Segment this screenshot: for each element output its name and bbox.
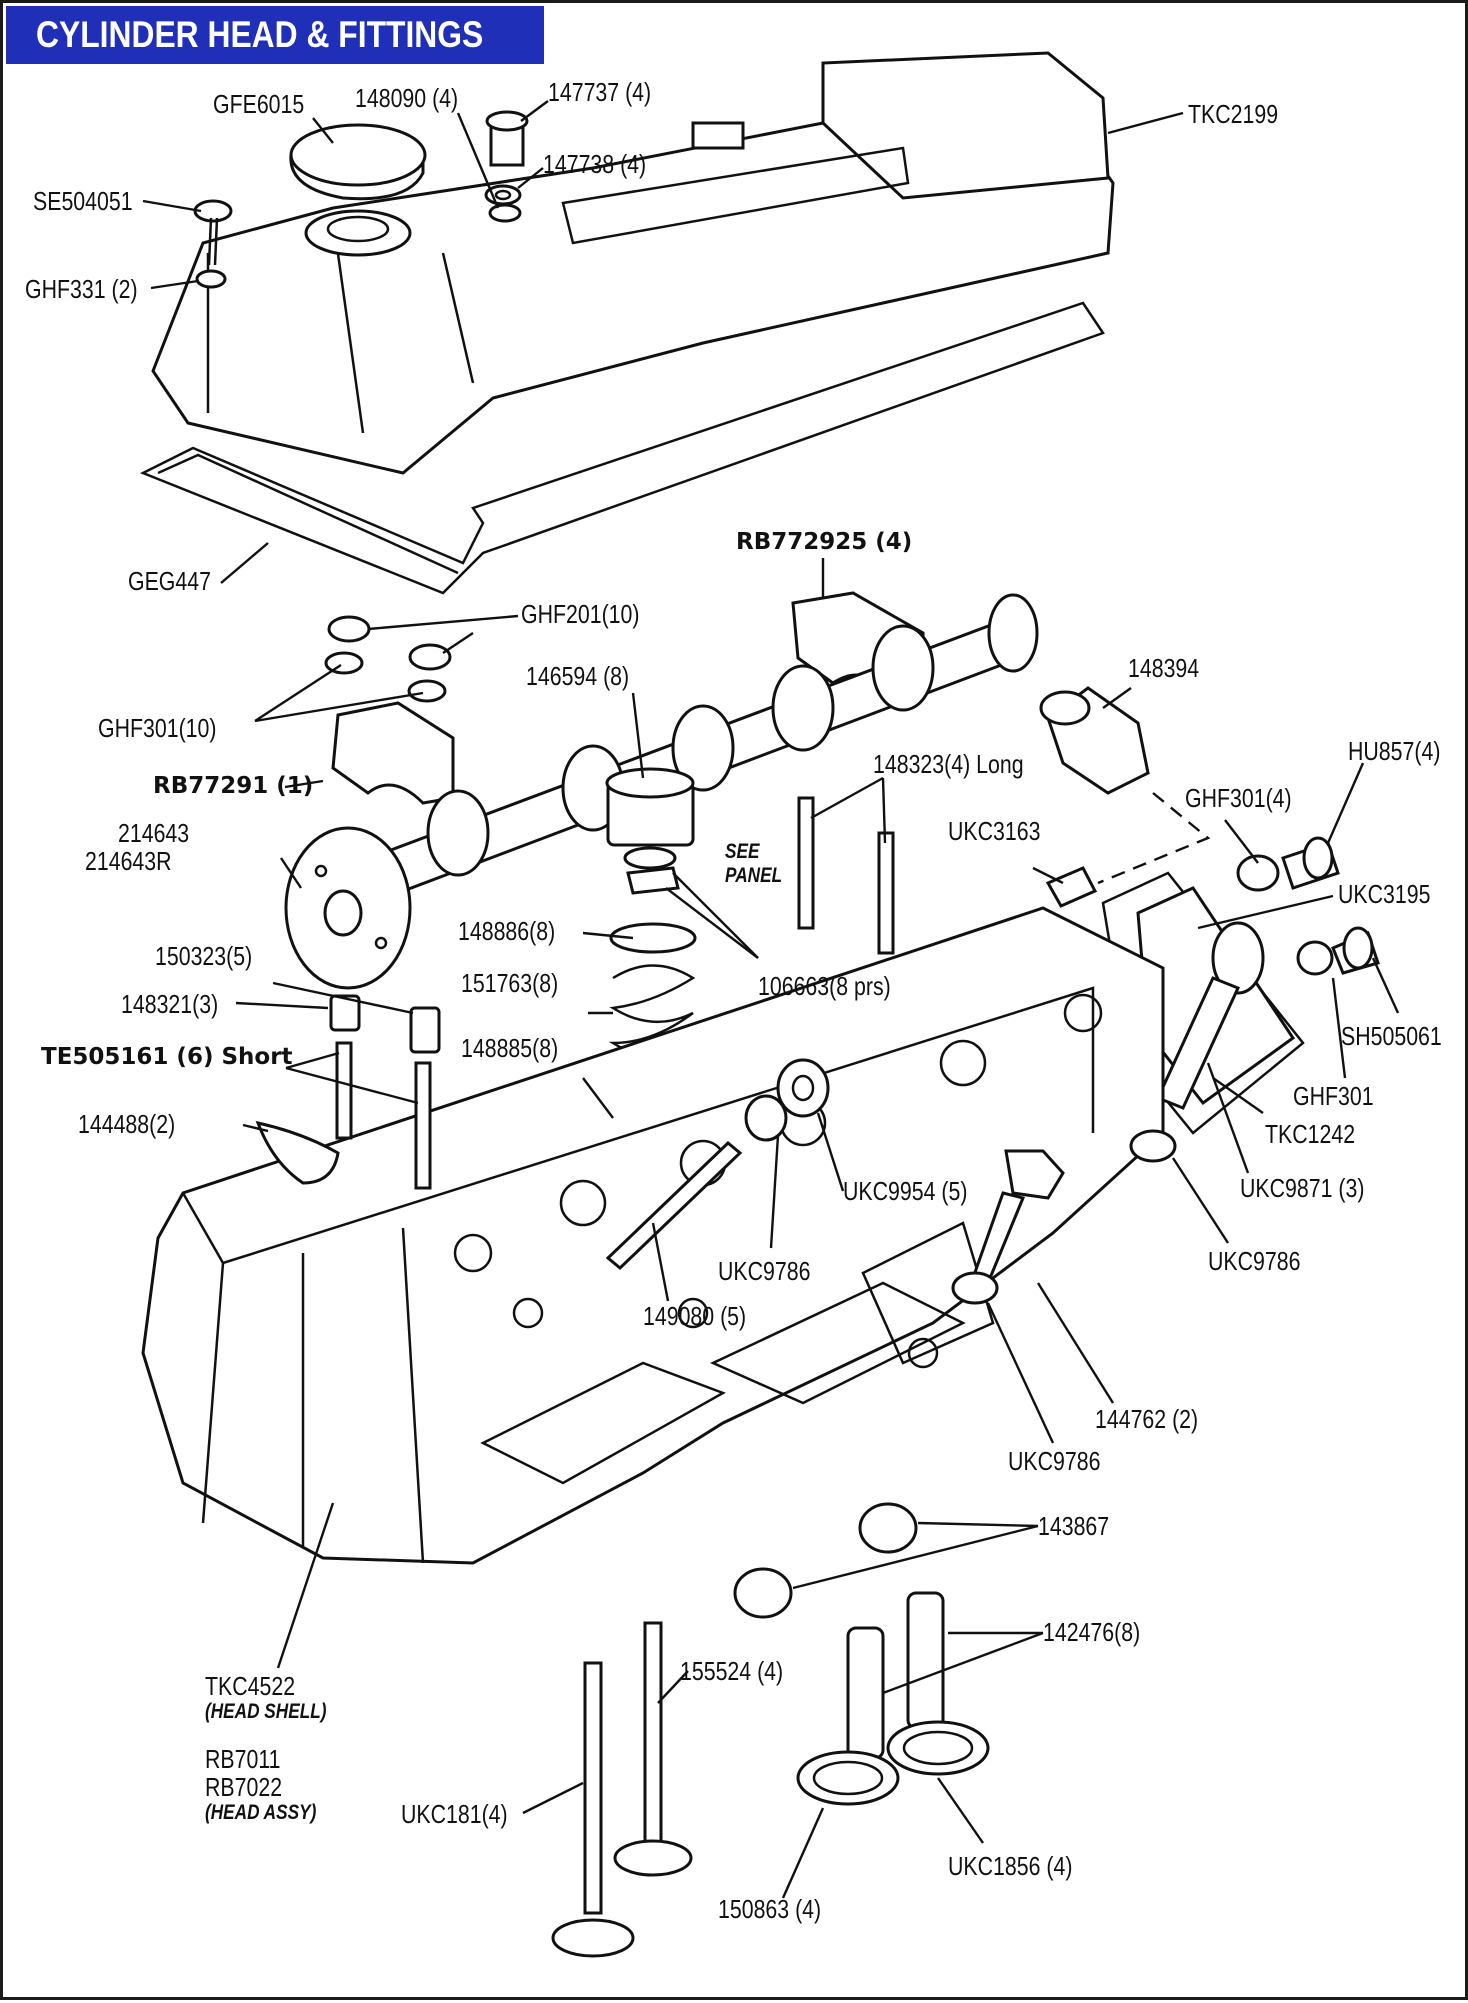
label-ukc9786-c: UKC9786 [1008, 1446, 1101, 1476]
cover-nut [484, 110, 529, 223]
label-tkc2199: TKC2199 [1188, 99, 1279, 129]
label-see: SEE [725, 840, 760, 863]
label-ukc3163: UKC3163 [948, 816, 1041, 846]
hu857-bolt [1236, 836, 1340, 892]
head-stud [605, 1140, 743, 1271]
label-ukc181: UKC181(4) [401, 1799, 508, 1829]
label-rb77291: RB77291 (1) [153, 773, 314, 799]
label-ukc9871: UKC9871 (3) [1240, 1173, 1365, 1203]
label-head-assy: (HEAD ASSY) [205, 1801, 317, 1824]
outlet-adaptor [1039, 686, 1150, 795]
label-148394: 148394 [1128, 653, 1200, 683]
label-sh505061: SH505061 [1341, 1021, 1442, 1051]
half-moon-seal [255, 1120, 340, 1185]
label-148321: 148321(3) [121, 989, 219, 1019]
tappet [605, 767, 695, 895]
label-214643: 214643 [118, 818, 190, 848]
label-106663: 106663(8 prs) [758, 971, 891, 1001]
valve-guides [846, 1591, 945, 1760]
head-bolt [951, 1149, 1065, 1305]
label-gfe6015: GFE6015 [213, 89, 305, 119]
label-143867: 143867 [1038, 1511, 1110, 1541]
bearing-cap [331, 701, 455, 805]
long-studs [797, 796, 895, 955]
label-155524: 155524 (4) [680, 1656, 784, 1686]
label-ukc9786-b: UKC9786 [1208, 1246, 1301, 1276]
head-nuts [744, 1058, 830, 1142]
cover-gasket [139, 301, 1105, 595]
label-head-shell: (HEAD SHELL) [205, 1700, 327, 1723]
label-150863: 150863 (4) [718, 1894, 822, 1924]
exploded-parts-drawing [139, 51, 1400, 1958]
label-tkc4522: TKC4522 [205, 1671, 296, 1701]
label-148886: 148886(8) [458, 916, 556, 946]
dowels-and-studs [329, 994, 441, 1190]
cover-screw [193, 199, 233, 289]
label-150323: 150323(5) [155, 941, 253, 971]
sprocket-flange [284, 826, 412, 990]
label-147737: 147737 (4) [548, 77, 652, 107]
label-ghf201: GHF201(10) [521, 599, 640, 629]
label-144488: 144488(2) [78, 1109, 176, 1139]
page-title: CYLINDER HEAD & FITTINGS [36, 14, 484, 55]
label-148090: 148090 (4) [355, 83, 459, 113]
label-151763: 151763(8) [461, 968, 559, 998]
label-te505161: TE505161 (6) Short [41, 1044, 293, 1070]
label-rb772925: RB772925 (4) [736, 529, 913, 555]
cap-nuts [324, 615, 452, 703]
camshaft [381, 593, 1039, 895]
filler-cap [289, 123, 427, 201]
label-rb7011: RB7011 [205, 1744, 281, 1774]
valves [551, 1621, 693, 1958]
label-ghf301-10: GHF301(10) [98, 713, 217, 743]
label-ghf331: GHF331 (2) [25, 274, 138, 304]
label-se504051: SE504051 [33, 186, 133, 216]
label-146594: 146594 (8) [526, 661, 630, 691]
rocker-cover [151, 51, 1115, 475]
label-148323: 148323(4) Long [873, 749, 1024, 779]
leader-lines [142, 100, 1400, 1899]
label-rb7022: RB7022 [205, 1772, 283, 1802]
label-ghf301-4: GHF301(4) [1185, 783, 1292, 813]
label-214643r: 214643R [85, 846, 172, 876]
small-stud [1045, 866, 1098, 908]
label-tkc1242: TKC1242 [1265, 1119, 1356, 1149]
label-ukc9954: UKC9954 (5) [843, 1176, 968, 1206]
label-149080: 149080 (5) [643, 1301, 747, 1331]
sh505061-bolt [1296, 926, 1380, 976]
port-seals [733, 1502, 918, 1619]
label-geg447: GEG447 [128, 566, 211, 596]
ukc9871-washer [1129, 1129, 1177, 1163]
label-panel: PANEL [725, 864, 783, 887]
label-hu857: HU857(4) [1348, 736, 1441, 766]
seat-inserts [796, 1720, 990, 1806]
label-142476: 142476(8) [1043, 1617, 1141, 1647]
label-144762: 144762 (2) [1095, 1404, 1199, 1434]
label-ukc1856: UKC1856 (4) [948, 1851, 1073, 1881]
title-bar: CYLINDER HEAD & FITTINGS [6, 6, 544, 64]
label-148885: 148885(8) [461, 1033, 559, 1063]
label-ukc9786-a: UKC9786 [718, 1256, 811, 1286]
label-147738: 147738 (4) [543, 149, 647, 179]
label-ghf301: GHF301 [1293, 1081, 1374, 1111]
label-ukc3195: UKC3195 [1338, 879, 1431, 909]
